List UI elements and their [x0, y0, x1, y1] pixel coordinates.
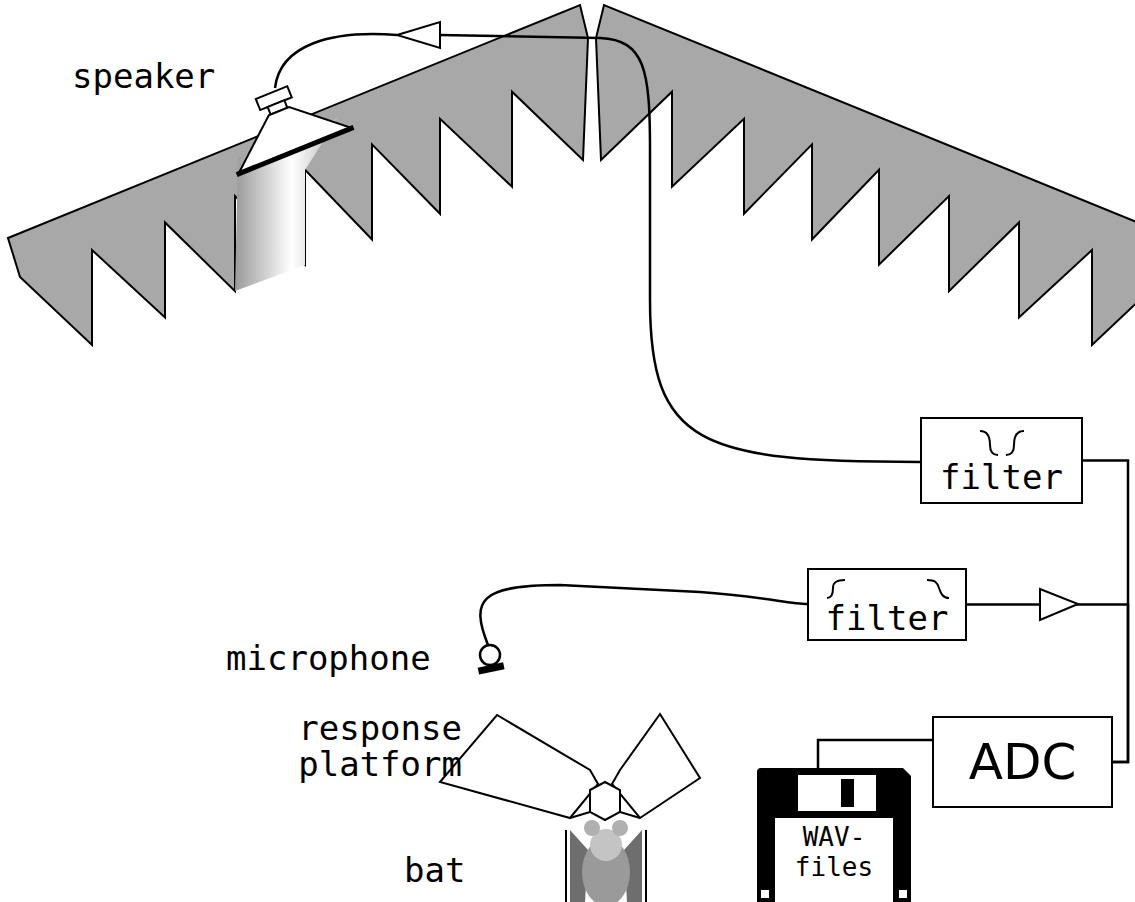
node-label: WAV-files [784, 822, 884, 882]
node-label: ADC [969, 734, 1077, 790]
speaker-wire [275, 34, 920, 462]
response-platform [440, 714, 700, 820]
filter-box: filter [807, 568, 967, 641]
signal-wire [818, 740, 932, 768]
absorber-panel [8, 5, 588, 345]
part-label: speaker [72, 58, 242, 94]
absorber-panel [596, 5, 1135, 345]
storage-disk: WAV-files [757, 768, 911, 902]
part-label: response platform [280, 710, 462, 782]
part-label: bat [404, 852, 484, 888]
node-label: filter [940, 458, 1063, 502]
amplifier-symbol [397, 22, 440, 48]
converter-box: ADC [932, 716, 1113, 808]
node-label: filter [826, 599, 949, 639]
filter-box: filter [920, 417, 1083, 504]
speaker-symbol [213, 69, 353, 175]
bat-figure [566, 820, 646, 902]
microphone-base [478, 662, 505, 674]
part-label: microphone [226, 640, 466, 676]
microphone-symbol [480, 645, 500, 665]
amplifier-symbol [1040, 589, 1078, 620]
microphone-wire [480, 585, 807, 645]
